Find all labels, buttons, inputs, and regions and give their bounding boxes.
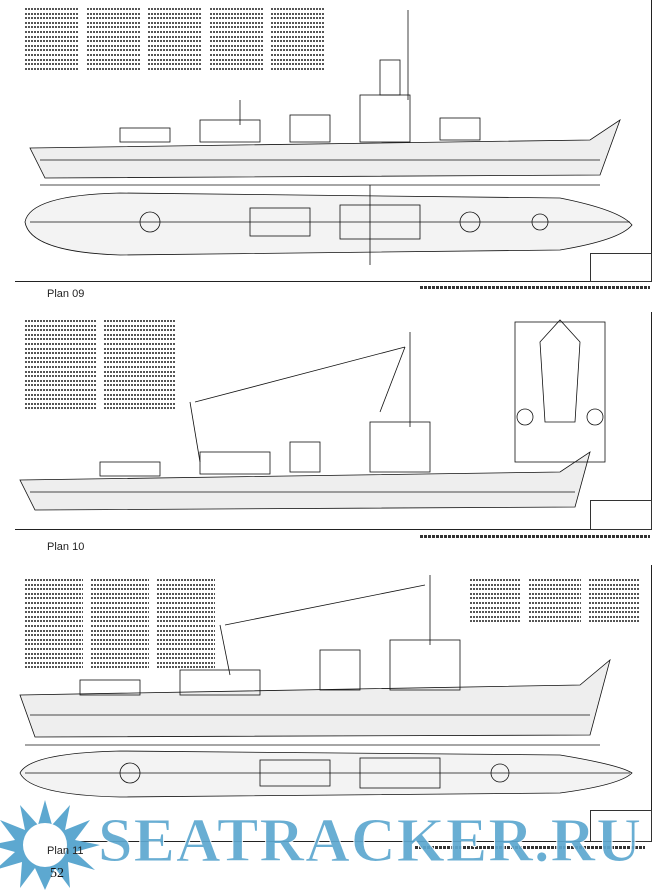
publisher-credit xyxy=(420,286,650,289)
title-block xyxy=(590,500,652,530)
legend-list xyxy=(25,320,175,412)
ship-profile-plan-09 xyxy=(24,10,633,265)
title-block xyxy=(590,810,652,842)
plan-caption: Plan 10 xyxy=(47,541,85,553)
plan-11-sheet xyxy=(15,565,652,842)
legend-list xyxy=(25,8,325,72)
plan-caption: Plan 09 xyxy=(47,288,85,300)
title-block xyxy=(590,253,652,282)
plan-09-sheet xyxy=(15,0,652,282)
sunburst-logo-icon xyxy=(0,800,100,890)
plan-caption: Plan 11 xyxy=(47,845,84,857)
page-number: 52 xyxy=(50,866,64,881)
plan-10-sheet xyxy=(15,312,652,530)
watermark: SEATRACKER.RU xyxy=(97,807,643,876)
legend-list xyxy=(25,579,215,671)
legend-list-right xyxy=(470,579,640,625)
ship-profile-plan-10 xyxy=(19,319,606,511)
publisher-credit xyxy=(420,535,650,538)
publisher-credit xyxy=(415,846,645,849)
ship-profile-plan-11 xyxy=(19,575,633,798)
